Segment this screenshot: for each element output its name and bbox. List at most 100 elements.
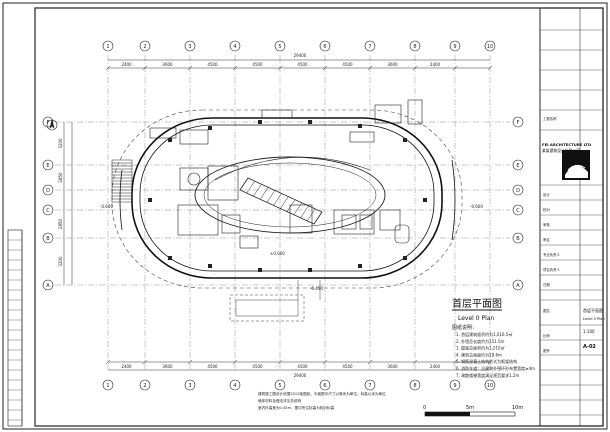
diagonal-ramp [239,177,323,225]
col-axis-bubble: 1 [102,379,114,391]
col-axis-bubble: 8 [409,40,421,52]
svg-text:8: 8 [413,383,416,389]
company-name-en: FEI ARCHITECTURE LTD [542,142,591,147]
note-line: 3. 屋面总面积约为1,210㎡ [456,345,505,351]
col-axis-bubble: 7 [364,40,376,52]
row-axis-bubble: F [512,116,524,128]
svg-text:1: 1 [106,44,109,50]
tb-scale: 1:100 [583,329,595,334]
row-axis-bubble: D [42,184,54,196]
svg-text:-0.600: -0.600 [100,204,113,209]
title-block-field-label: 专业负责人 [543,252,561,257]
title-block-field-label: 审定 [543,237,550,242]
west-stair [111,159,133,203]
interior-rooms [177,99,423,249]
dimension-text: 2400 [430,62,441,67]
dimension-text: 2850 [58,172,63,183]
row-axis-bubble: E [512,159,524,171]
dimension-text: 3600 [162,364,173,369]
tb-sheet-no: A-02 [583,344,596,350]
row-axis-bubble: B [512,232,524,244]
svg-text:2: 2 [143,44,146,50]
row-axis-bubble: A [42,279,54,291]
svg-text:1: 1 [106,383,109,389]
svg-text:4: 4 [233,44,236,50]
notes-heading: 图纸说明： [452,324,477,331]
dimension-text: 4500 [342,364,353,369]
svg-text:D: D [46,188,50,194]
title-block-field-label: 设计 [543,192,550,197]
note-line: 7. 疏散楼梯宽度满足规范要求1.2m [456,372,519,378]
structural-columns [148,120,427,272]
dimension-text: 2850 [58,218,63,229]
col-axis-bubble: 10 [484,40,496,52]
dimension-text: 3600 [387,62,398,67]
svg-text:3: 3 [188,383,191,389]
row-axis-bubble: A [512,279,524,291]
bottom-dimension-lines [105,359,493,371]
col-axis-bubble: 5 [274,379,286,391]
bottom-note-line: 墙体材料及做法详见总说明 [258,398,302,403]
svg-text:E: E [516,163,519,169]
col-axis-bubble: 8 [409,379,421,391]
dimension-text: 4500 [252,364,263,369]
tb-drawing-name-en: Level 0 Plan [583,317,605,321]
plan-title-en: Level 0 Plan [458,315,494,322]
svg-text:6: 6 [323,383,326,389]
svg-text:E: E [46,163,49,169]
svg-text:4: 4 [233,383,236,389]
svg-text:5m: 5m [466,405,474,411]
svg-text:C: C [516,208,520,214]
dimension-text: 4500 [252,62,263,67]
dimension-text: 3600 [162,62,173,67]
plan-title: 首层平面图 Level 0 Plan [452,297,502,322]
svg-text:F: F [517,120,520,126]
bottom-note-line: 室内外高差为0.45m，图中所注标高为相对标高 [258,405,335,410]
tb-drawing-name-cn: 首层平面图 [583,307,603,313]
svg-text:C: C [46,208,50,214]
svg-text:D: D [516,188,520,194]
row-axis-bubble: B [42,232,54,244]
title-block-field-label: 日期 [543,282,550,287]
left-dimension-lines [63,122,73,285]
dimension-text: 2400 [121,62,132,67]
scale-bar: 0 5m 10m [423,405,523,417]
col-axis-bubble: 2 [139,379,151,391]
col-axis-bubble: 7 [364,379,376,391]
dimension-text: 4500 [297,364,308,369]
svg-text:10: 10 [487,383,493,389]
company-logo [562,150,590,180]
dimension-text: 4500 [207,62,218,67]
title-block-field-label: 校对 [543,207,550,212]
note-line: 2. 外墙总长度约为151.5m [456,338,505,344]
svg-text:-0.450: -0.450 [310,286,323,291]
svg-text:6: 6 [323,44,326,50]
svg-text:A: A [46,283,50,289]
note-line: 1. 首层建筑面积约为1,016.5㎡ [456,331,512,337]
col-axis-bubble: 10 [484,379,496,391]
col-axis-bubble: 1 [102,40,114,52]
row-axis-bubble: D [512,184,524,196]
row-axis-bubble: C [42,204,54,216]
row-axis-bubble: C [512,204,524,216]
svg-text:F: F [47,120,50,126]
col-axis-bubble: 3 [184,40,196,52]
svg-text:9: 9 [453,44,456,50]
dimension-text: 4500 [207,364,218,369]
svg-text:9: 9 [453,383,456,389]
svg-text:7: 7 [368,44,371,50]
title-block: FEI ARCHITECTURE LTD 某某建筑设计有限公司 首层平面图 Le… [539,7,605,427]
title-block-field-label: 比例 [543,333,550,338]
title-block-drawing-label: 图名 [543,308,550,313]
note-line: 4. 建筑总高度约为18.6m [456,351,502,357]
dimension-text: 2400 [430,364,441,369]
dimension-text: 3200 [58,256,63,267]
svg-text:-0.600: -0.600 [470,204,483,209]
dimension-text: 4500 [297,62,308,67]
